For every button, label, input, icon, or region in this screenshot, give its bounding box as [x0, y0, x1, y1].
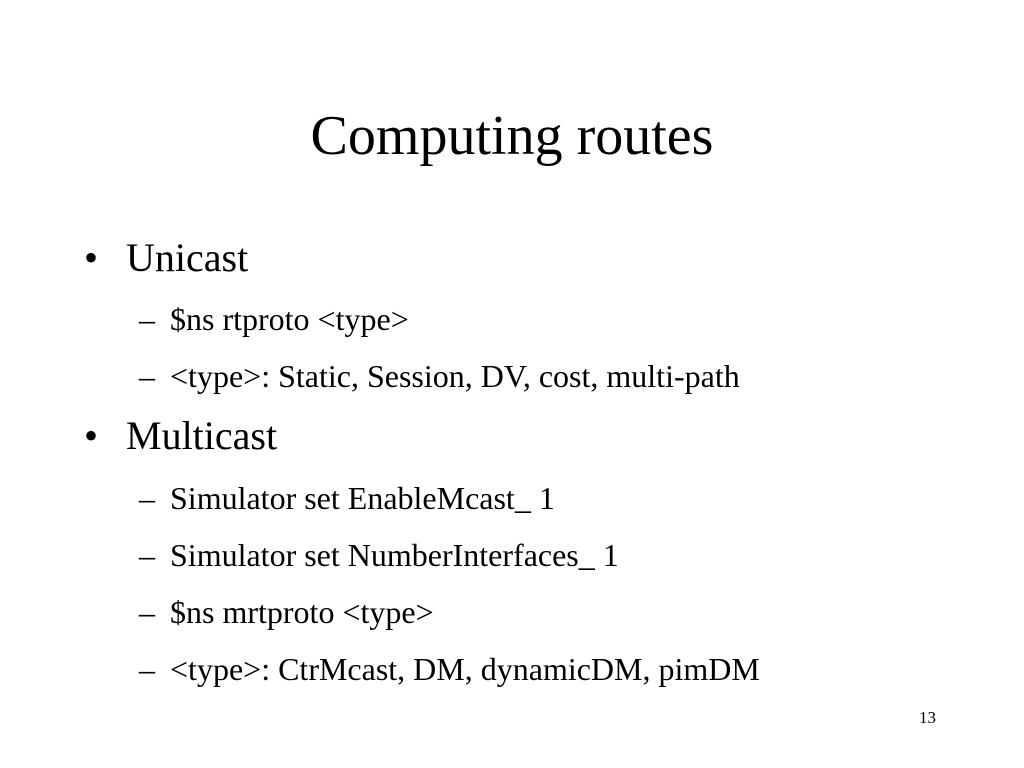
- bullet-unicast: • Unicast: [84, 233, 248, 283]
- bullet-marker: •: [84, 235, 99, 280]
- sub-marker: –: [139, 358, 155, 394]
- sub-item: –$ns rtproto <type>: [139, 299, 409, 339]
- sub-item: –$ns mrtproto <type>: [139, 592, 434, 632]
- sub-item: –Simulator set EnableMcast_ 1: [139, 478, 555, 518]
- bullet-label: Multicast: [126, 413, 278, 458]
- sub-item-text: Simulator set NumberInterfaces_ 1: [170, 537, 619, 573]
- sub-marker: –: [139, 651, 155, 687]
- page-number: 13: [919, 708, 936, 727]
- slide-title: Computing routes: [310, 105, 714, 167]
- bullet-marker: •: [84, 413, 99, 458]
- sub-marker: –: [139, 301, 155, 337]
- sub-marker: –: [139, 594, 155, 630]
- sub-item-text: <type>: Static, Session, DV, cost, multi…: [170, 358, 740, 394]
- sub-item-text: <type>: CtrMcast, DM, dynamicDM, pimDM: [170, 651, 760, 687]
- sub-item: –<type>: Static, Session, DV, cost, mult…: [139, 356, 740, 396]
- sub-item: –Simulator set NumberInterfaces_ 1: [139, 535, 619, 575]
- bullet-multicast: • Multicast: [84, 411, 277, 461]
- sub-item-text: Simulator set EnableMcast_ 1: [170, 480, 555, 516]
- sub-item-text: $ns rtproto <type>: [170, 301, 409, 337]
- sub-marker: –: [139, 537, 155, 573]
- sub-item-text: $ns mrtproto <type>: [170, 594, 434, 630]
- sub-marker: –: [139, 480, 155, 516]
- sub-item: –<type>: CtrMcast, DM, dynamicDM, pimDM: [139, 649, 760, 689]
- bullet-label: Unicast: [126, 235, 249, 280]
